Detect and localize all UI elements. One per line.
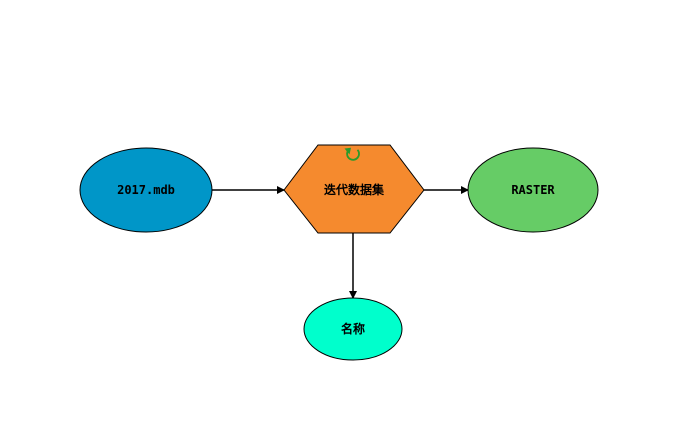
node-iterate-datasets[interactable]: 迭代数据集 [283,144,425,234]
iterator-label: 迭代数据集 [324,182,385,197]
iterator-hexagon [283,144,425,234]
node-output-name[interactable]: 名称 [303,297,403,361]
input-dataset-label: 2017.mdb [117,183,175,197]
input-dataset-ellipse [79,147,213,233]
iterate-icon [344,147,360,161]
node-input-dataset[interactable]: 2017.mdb [79,147,213,233]
output-name-ellipse [303,297,403,361]
output-raster-label: RASTER [511,183,555,197]
node-output-raster[interactable]: RASTER [467,147,599,233]
output-raster-ellipse [467,147,599,233]
output-name-label: 名称 [341,321,365,336]
